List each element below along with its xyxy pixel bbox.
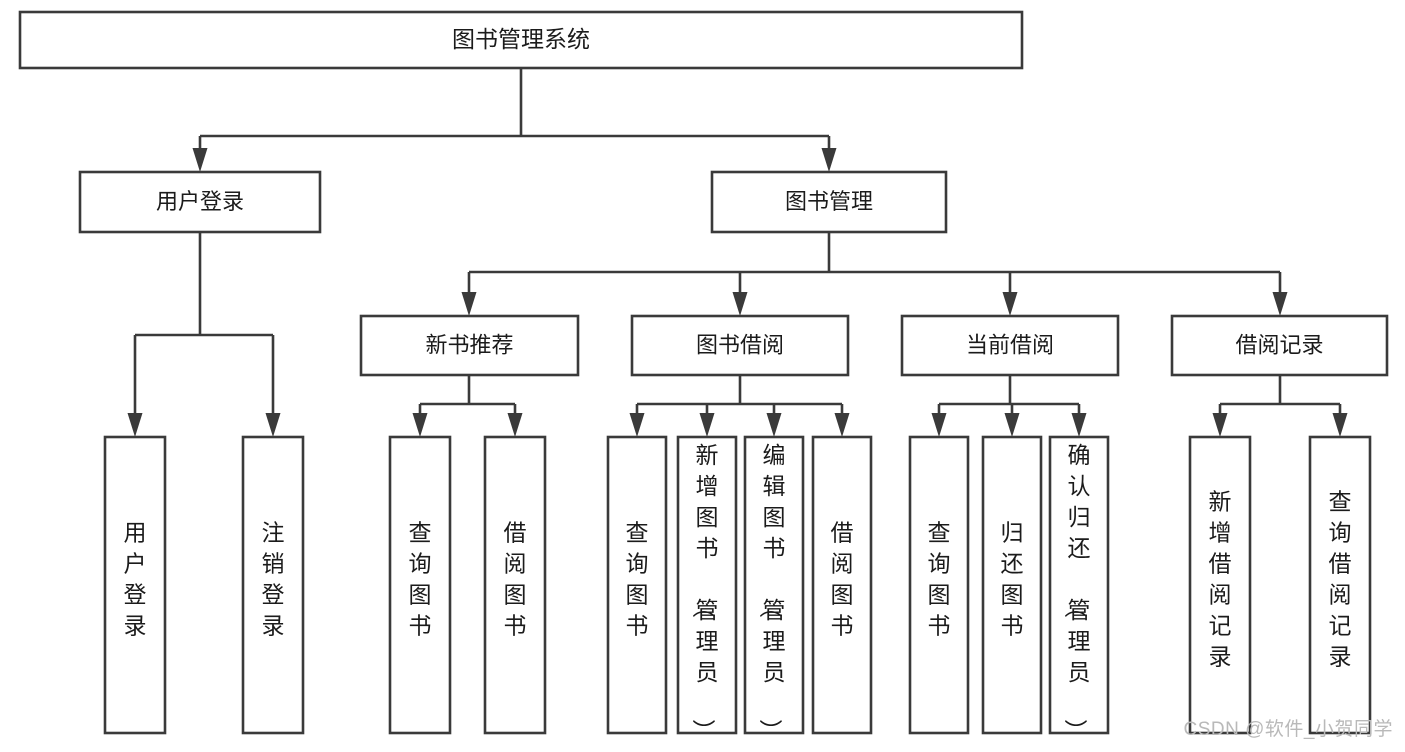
- leaf-box[interactable]: [981, 435, 1043, 735]
- leaf-leaf-return-book[interactable]: 归还图书: [981, 435, 1043, 735]
- arrow-head-icon: [834, 413, 850, 437]
- leaf-label: 查询图书: [409, 520, 432, 639]
- nodes-layer: 图书管理系统用户登录图书管理新书推荐图书借阅当前借阅借阅记录用户登录注销登录查询…: [18, 10, 1389, 742]
- connector-borrow-record-to-leaves: [1212, 375, 1348, 437]
- leaf-box[interactable]: [676, 435, 738, 735]
- leaf-leaf-user-login[interactable]: 用户登录: [103, 435, 167, 735]
- connector-root-to-level1: [192, 68, 837, 172]
- leaf-label: 注销登录: [262, 520, 285, 639]
- node-root[interactable]: 图书管理系统: [18, 10, 1024, 70]
- leaf-leaf-edit-book[interactable]: 编辑图书（管理员）: [743, 435, 805, 742]
- connector-current-borrow-to-leaves: [931, 375, 1087, 437]
- node-label: 新书推荐: [425, 332, 513, 357]
- leaf-box[interactable]: [1308, 435, 1372, 735]
- leaf-box[interactable]: [908, 435, 970, 735]
- leaf-box[interactable]: [811, 435, 873, 735]
- leaf-box[interactable]: [1048, 435, 1110, 735]
- node-user-login[interactable]: 用户登录: [78, 170, 322, 234]
- connector-new-book-recommend-to-leaves: [412, 375, 523, 437]
- arrow-head-icon: [192, 148, 208, 172]
- leaf-box[interactable]: [483, 435, 547, 735]
- node-label: 图书借阅: [696, 332, 784, 357]
- node-book-borrow[interactable]: 图书借阅: [630, 314, 850, 377]
- leaf-label: 借阅图书: [504, 520, 527, 639]
- leaf-leaf-borrow-book-1[interactable]: 借阅图书: [483, 435, 547, 735]
- arrow-head-icon: [699, 413, 715, 437]
- node-box[interactable]: [900, 314, 1120, 377]
- arrow-head-icon: [265, 413, 281, 437]
- leaf-leaf-query-book-1[interactable]: 查询图书: [388, 435, 452, 735]
- leaf-box[interactable]: [241, 435, 305, 735]
- leaf-leaf-query-book-3[interactable]: 查询图书: [908, 435, 970, 735]
- arrow-head-icon: [1071, 413, 1087, 437]
- arrow-head-icon: [127, 413, 143, 437]
- connector-user-login-to-leaves: [127, 232, 281, 437]
- node-label: 图书管理: [785, 189, 873, 214]
- leaf-leaf-add-book[interactable]: 新增图书（管理员）: [676, 435, 738, 742]
- leaf-label: 借阅图书: [831, 520, 854, 639]
- leaf-leaf-user-logout[interactable]: 注销登录: [241, 435, 305, 735]
- leaf-leaf-query-book-2[interactable]: 查询图书: [606, 435, 668, 735]
- node-book-management[interactable]: 图书管理: [710, 170, 948, 234]
- leaf-label: 编辑图书（管理员）: [758, 442, 786, 742]
- arrow-head-icon: [461, 292, 477, 316]
- leaf-label: 归还图书: [1001, 520, 1024, 639]
- connector-book-management-to-level2: [461, 232, 1288, 316]
- arrow-head-icon: [1004, 413, 1020, 437]
- node-box[interactable]: [78, 170, 322, 234]
- arrow-head-icon: [821, 148, 837, 172]
- leaf-leaf-query-record[interactable]: 查询借阅记录: [1308, 435, 1372, 735]
- arrow-head-icon: [931, 413, 947, 437]
- leaf-leaf-confirm-return[interactable]: 确认归还（管理员）: [1048, 435, 1110, 742]
- node-label: 用户登录: [156, 189, 244, 214]
- node-label: 图书管理系统: [452, 26, 590, 52]
- leaf-box[interactable]: [388, 435, 452, 735]
- leaf-box[interactable]: [743, 435, 805, 735]
- arrow-head-icon: [1002, 292, 1018, 316]
- node-borrow-record[interactable]: 借阅记录: [1170, 314, 1389, 377]
- leaf-label: 查询借阅记录: [1329, 489, 1352, 670]
- arrow-head-icon: [1212, 413, 1228, 437]
- leaf-label: 查询图书: [626, 520, 649, 639]
- leaf-label: 查询图书: [928, 520, 951, 639]
- leaf-label: 用户登录: [124, 520, 147, 639]
- node-box[interactable]: [630, 314, 850, 377]
- node-new-book-recommend[interactable]: 新书推荐: [359, 314, 580, 377]
- node-box[interactable]: [710, 170, 948, 234]
- node-label: 当前借阅: [966, 332, 1054, 357]
- node-label: 借阅记录: [1235, 332, 1323, 357]
- arrow-head-icon: [1332, 413, 1348, 437]
- leaf-label: 新增图书（管理员）: [691, 442, 719, 742]
- arrow-head-icon: [1272, 292, 1288, 316]
- leaf-label: 确认归还（管理员）: [1063, 442, 1091, 742]
- arrow-head-icon: [412, 413, 428, 437]
- connectors-layer: [127, 68, 1348, 437]
- leaf-box[interactable]: [606, 435, 668, 735]
- arrow-head-icon: [766, 413, 782, 437]
- node-current-borrow[interactable]: 当前借阅: [900, 314, 1120, 377]
- leaf-leaf-borrow-book-2[interactable]: 借阅图书: [811, 435, 873, 735]
- leaf-box[interactable]: [103, 435, 167, 735]
- node-box[interactable]: [18, 10, 1024, 70]
- node-box[interactable]: [1170, 314, 1389, 377]
- leaf-leaf-add-record[interactable]: 新增借阅记录: [1188, 435, 1252, 735]
- leaf-box[interactable]: [1188, 435, 1252, 735]
- leaf-label: 新增借阅记录: [1209, 489, 1232, 670]
- connector-book-borrow-to-leaves: [629, 375, 850, 437]
- arrow-head-icon: [629, 413, 645, 437]
- arrow-head-icon: [507, 413, 523, 437]
- node-box[interactable]: [359, 314, 580, 377]
- arrow-head-icon: [732, 292, 748, 316]
